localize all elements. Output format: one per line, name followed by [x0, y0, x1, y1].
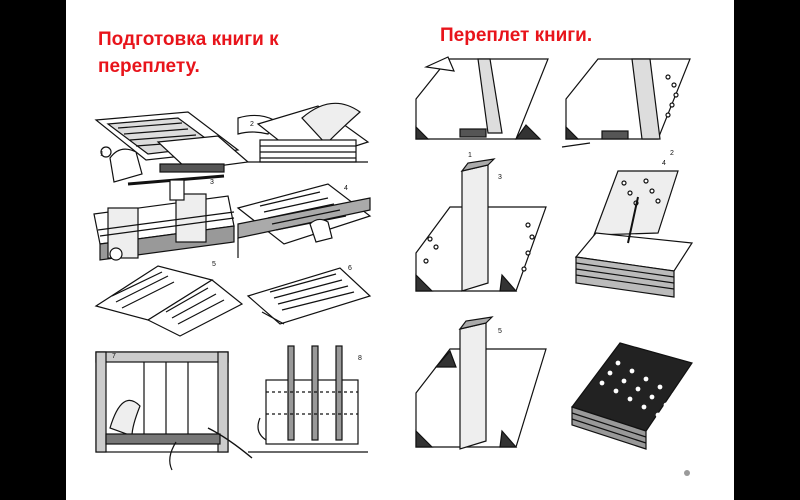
preparation-drawing-svg: 1 2 3 4 5 6 7 8 [93, 102, 372, 471]
prep-figure-2 [248, 102, 370, 163]
slide-title-binding: Переплет книги. [440, 25, 593, 46]
prep-figure-number: 2 [250, 121, 254, 128]
prep-figure-1 [94, 111, 275, 183]
binding-drawing-svg: 1 2 3 4 5 [415, 56, 694, 450]
slide: Подготовка книги к переплету. Переплет к… [66, 0, 734, 500]
bind-figure-number: 4 [662, 160, 666, 167]
bind-figure-2 [561, 58, 691, 148]
prep-figure-6 [246, 267, 372, 325]
slide-indicator-dot [684, 470, 690, 476]
illustration-preparation: 1 2 3 4 5 6 7 8 [88, 98, 372, 474]
bind-figure-6 [571, 342, 693, 450]
bind-figure-number: 5 [498, 328, 502, 335]
bind-figure-4 [574, 170, 694, 298]
bind-figure-1 [415, 56, 549, 140]
bind-figure-3 [415, 158, 547, 292]
prep-figure-4 [236, 183, 372, 258]
bind-figure-5 [415, 316, 547, 450]
prep-figure-number: 6 [348, 265, 352, 272]
bind-figure-number: 2 [670, 150, 674, 157]
prep-figure-8 [248, 345, 368, 453]
prep-figure-5 [94, 265, 244, 337]
prep-figure-number: 7 [112, 353, 116, 360]
prep-figure-7 [95, 351, 253, 471]
prep-figure-number: 4 [344, 185, 348, 192]
prep-figure-number: 5 [212, 261, 216, 268]
prep-figure-number: 3 [210, 179, 214, 186]
illustration-binding: 1 2 3 4 5 [406, 47, 698, 463]
bind-figure-number: 3 [498, 174, 502, 181]
bind-figure-number: 1 [468, 152, 472, 159]
prep-figure-3 [93, 174, 235, 261]
prep-figure-number: 8 [358, 355, 362, 362]
prep-figure-number: 1 [100, 151, 104, 158]
slide-title-preparation: Подготовка книги к переплету. [98, 29, 279, 77]
